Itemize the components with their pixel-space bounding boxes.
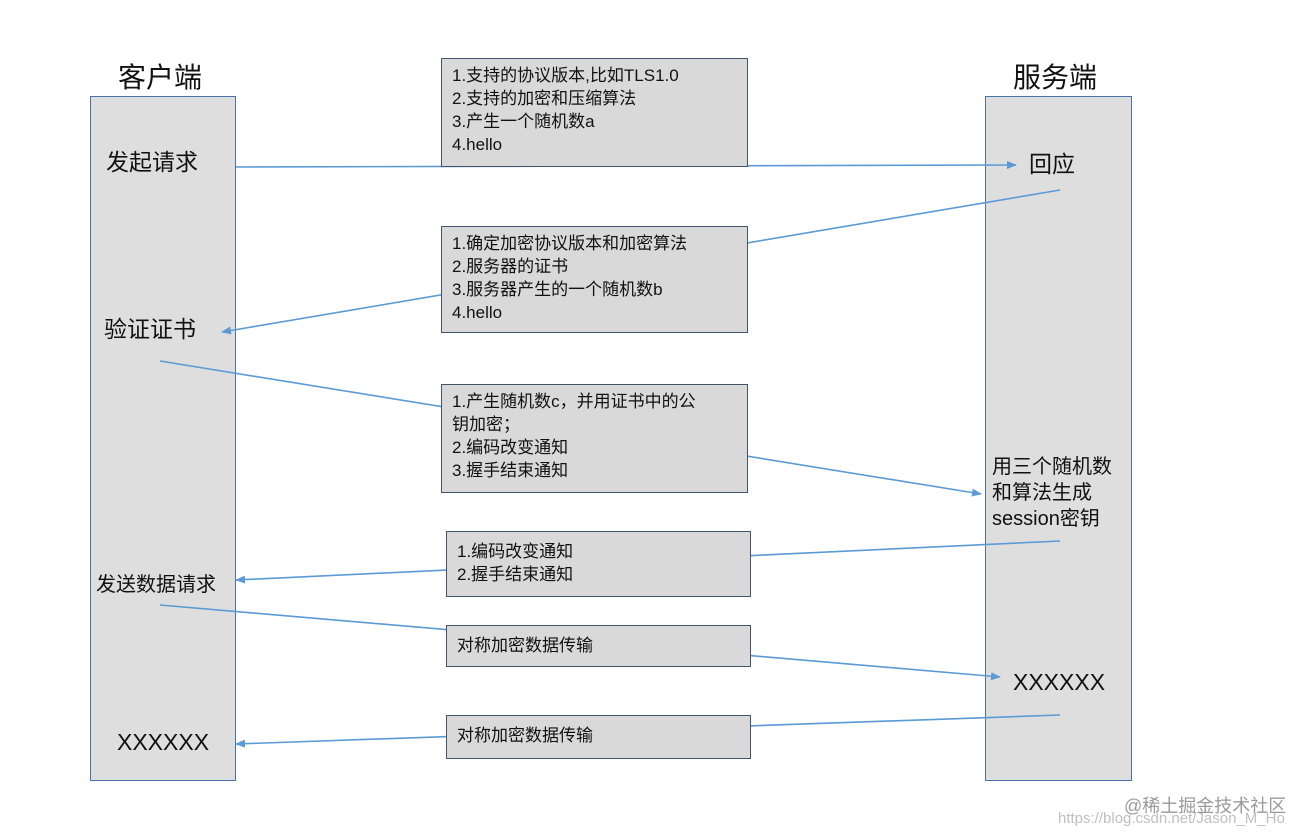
msg5-line-1: 对称加密数据传输 [457,636,593,655]
msg2-line-1: 1.确定加密协议版本和加密算法 [452,234,688,253]
message-box-data-to-client: 对称加密数据传输 [446,715,751,759]
server-label-respond: 回应 [1029,151,1075,177]
gen-key-line-3: session密钥 [992,508,1100,530]
server-label-xxx: XXXXXX [1013,669,1106,695]
msg3-line-3: 2.编码改变通知 [452,438,569,457]
server-label-gen-key: 用三个随机数 和算法生成 session密钥 [992,454,1112,532]
watermark-url: https://blog.csdn.net/Jason_M_Ho [1058,810,1285,827]
client-lane [90,96,236,781]
msg4-line-2: 2.握手结束通知 [457,565,574,584]
msg3-line-4: 3.握手结束通知 [452,461,569,480]
msg1-line-1: 1.支持的协议版本,比如TLS1.0 [452,66,679,85]
client-label-verify: 验证证书 [104,316,196,342]
msg2-line-2: 2.服务器的证书 [452,257,569,276]
message-box-data-to-server: 对称加密数据传输 [446,625,751,667]
message-box-server-hello: 1.确定加密协议版本和加密算法 2.服务器的证书 3.服务器产生的一个随机数b … [441,226,748,333]
message-box-key-exchange: 1.产生随机数c，并用证书中的公 钥加密； 2.编码改变通知 3.握手结束通知 [441,384,748,493]
msg6-line-1: 对称加密数据传输 [457,726,593,745]
msg4-line-1: 1.编码改变通知 [457,542,574,561]
gen-key-line-2: 和算法生成 [992,482,1092,504]
msg3-line-2: 钥加密； [452,415,520,434]
client-title: 客户端 [118,62,203,93]
client-label-send-data: 发送数据请求 [96,574,216,596]
msg3-line-1: 1.产生随机数c，并用证书中的公 [452,392,696,411]
message-box-client-hello: 1.支持的协议版本,比如TLS1.0 2.支持的加密和压缩算法 3.产生一个随机… [441,58,748,167]
msg2-line-3: 3.服务器产生的一个随机数b [452,280,663,299]
msg1-line-2: 2.支持的加密和压缩算法 [452,89,637,108]
client-label-xxx: XXXXXX [117,729,210,755]
server-title: 服务端 [1013,62,1098,93]
msg1-line-4: 4.hello [452,135,503,154]
gen-key-line-1: 用三个随机数 [992,456,1112,478]
message-box-server-finished: 1.编码改变通知 2.握手结束通知 [446,531,751,597]
msg2-line-4: 4.hello [452,303,503,322]
client-label-initiate: 发起请求 [106,149,198,175]
msg1-line-3: 3.产生一个随机数a [452,112,595,131]
server-lane [985,96,1132,781]
watermark-brand: @稀土掘金技术社区 [1124,796,1287,816]
